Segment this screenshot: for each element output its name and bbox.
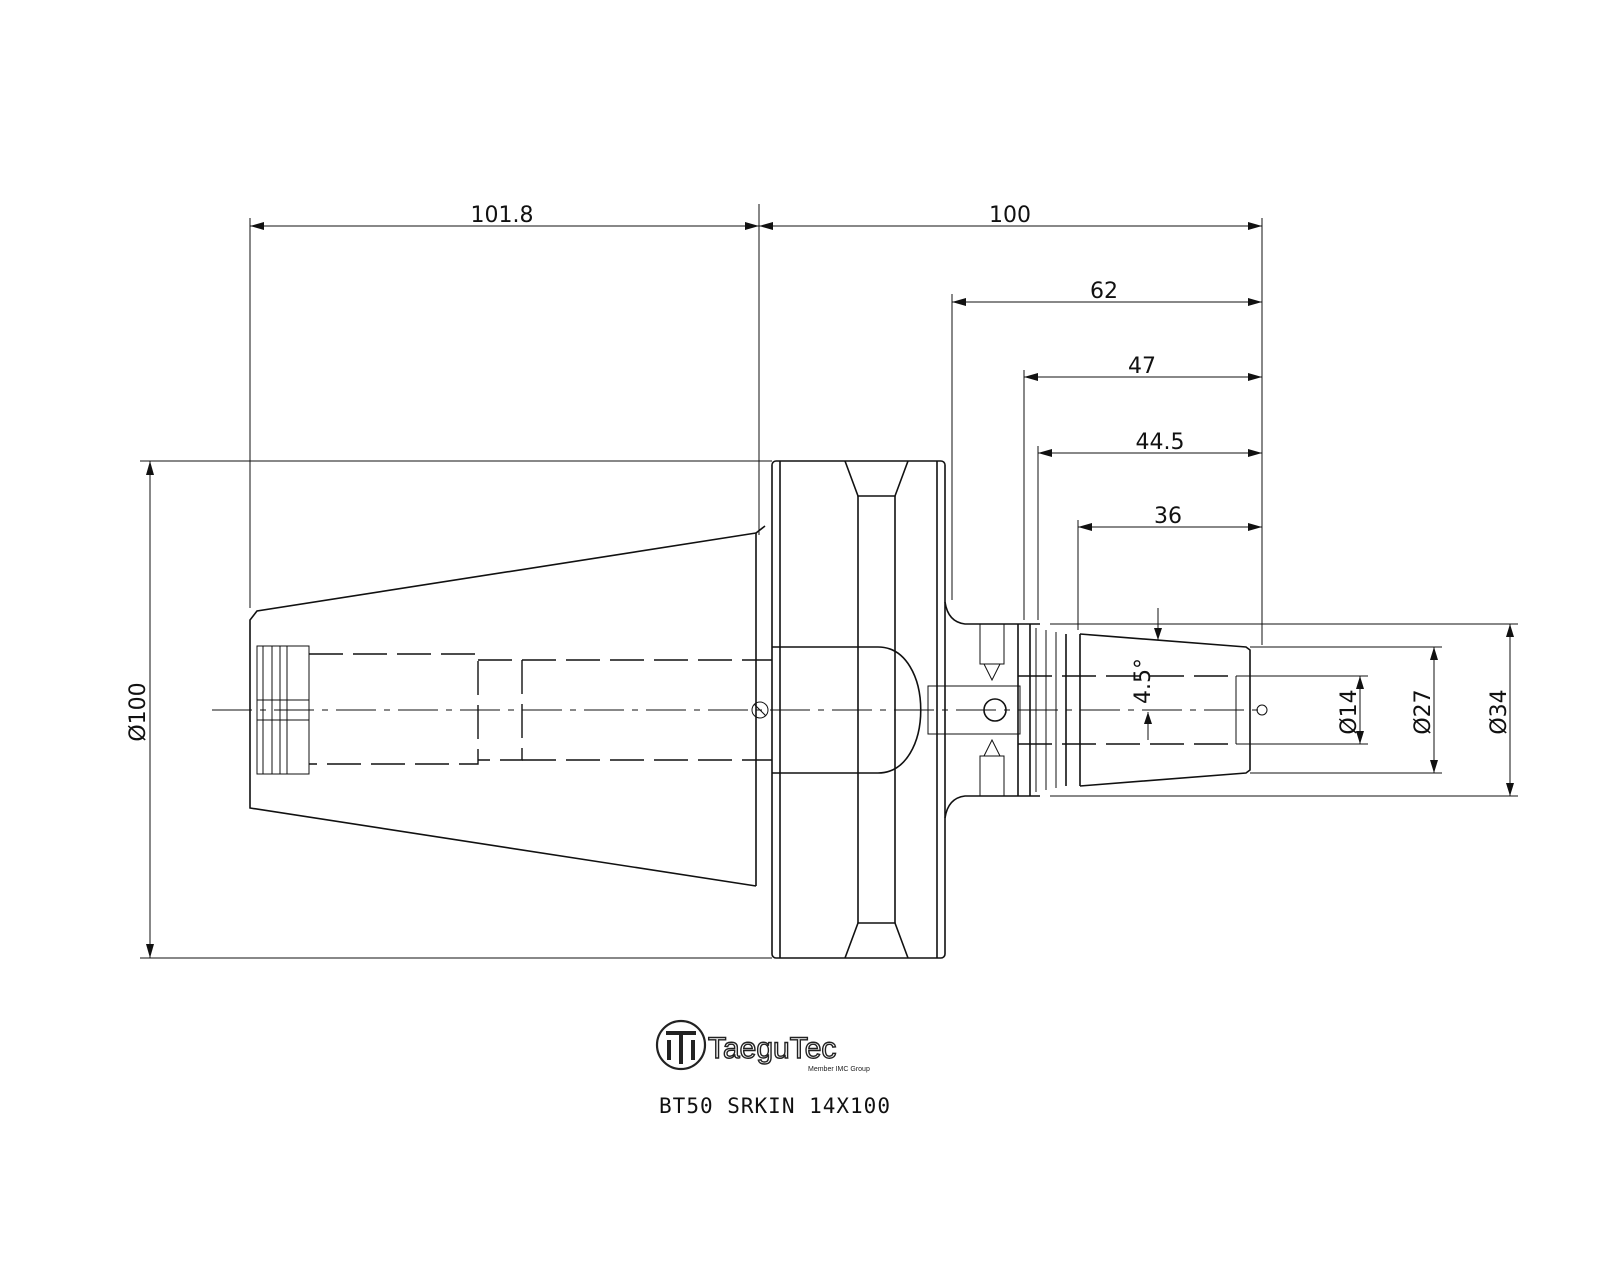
- dim-101-8: 101.8: [471, 203, 534, 228]
- logo-tagline: Member IMC Group: [808, 1066, 870, 1073]
- taegutec-logo: TaeguTec Member IMC Group: [655, 1019, 870, 1073]
- dim-taper-angle: 4.5°: [1131, 658, 1156, 704]
- dim-dia-27: Ø27: [1411, 689, 1436, 734]
- dimension-labels: 101.8 100 62 47 44.5 36 4.5° Ø100 Ø14 Ø2…: [126, 203, 1512, 742]
- dim-47: 47: [1128, 354, 1156, 379]
- dim-100: 100: [989, 203, 1031, 228]
- model-designation: BT50 SRKIN 14X100: [659, 1094, 891, 1118]
- dimension-lines: [140, 204, 1518, 959]
- logo-wordmark: TaeguTec: [708, 1032, 836, 1065]
- dim-36: 36: [1154, 504, 1182, 529]
- tool-holder-body: [212, 460, 1268, 959]
- dim-62: 62: [1090, 279, 1118, 304]
- dim-44-5: 44.5: [1136, 430, 1185, 455]
- dim-dia-34: Ø34: [1487, 689, 1512, 734]
- dim-dia-100: Ø100: [126, 682, 151, 741]
- dim-dia-14: Ø14: [1337, 689, 1362, 734]
